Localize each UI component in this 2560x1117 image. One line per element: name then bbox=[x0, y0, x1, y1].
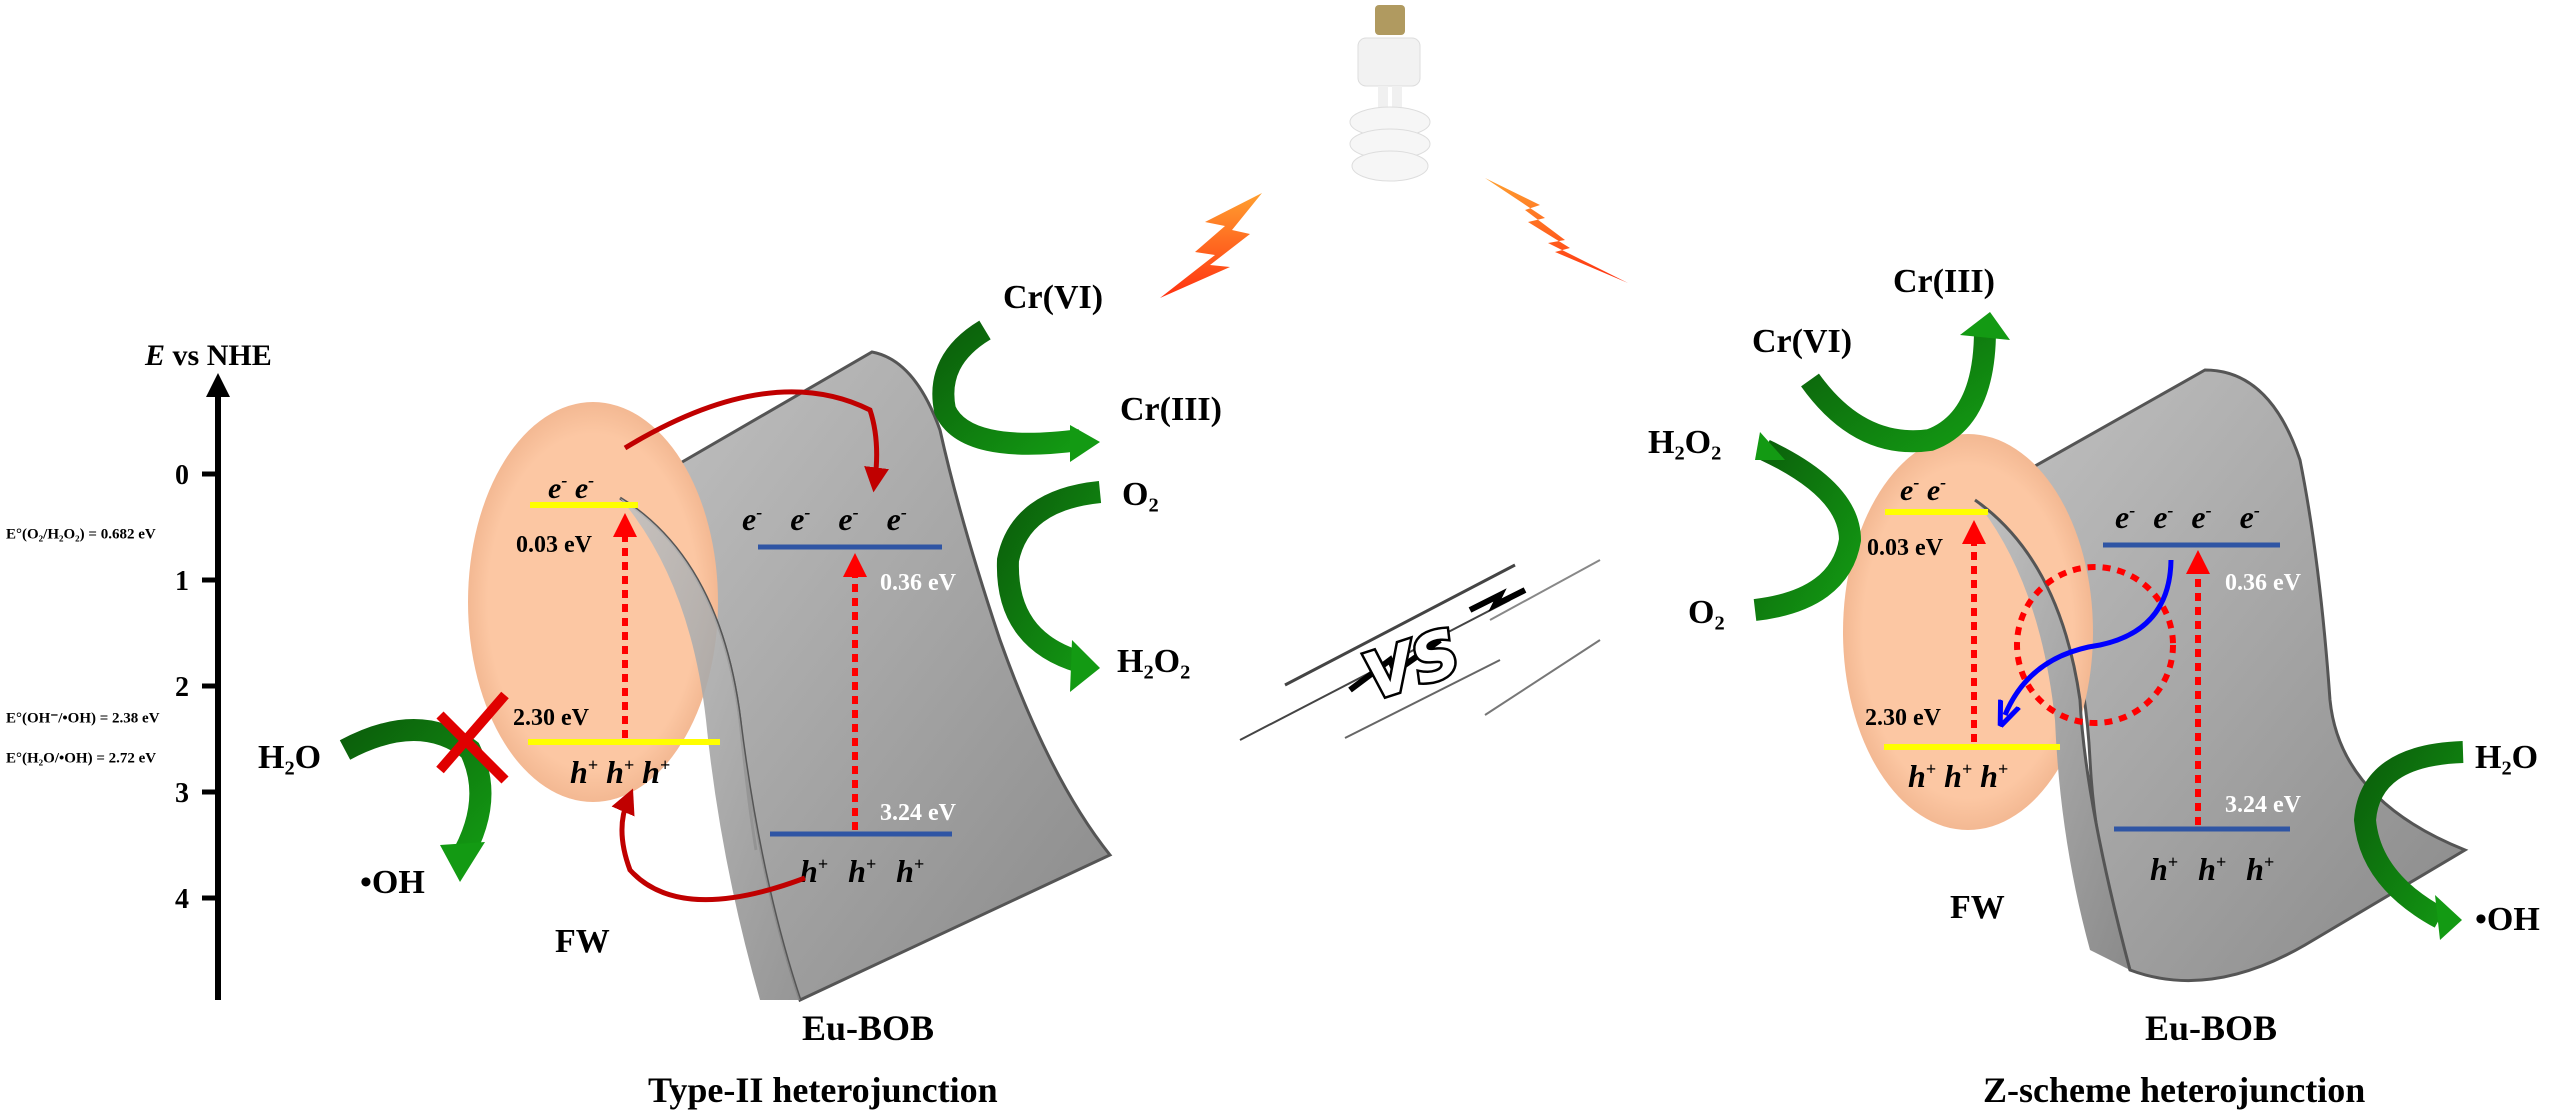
h2o2-label: H₂O₂ bbox=[1117, 643, 1190, 680]
eubob-electrons: e- e- e- e- bbox=[742, 501, 907, 537]
fw-electrons: e- e- bbox=[548, 470, 594, 505]
reference-potential: E°(OH⁻/•OH) = 2.38 eV bbox=[6, 710, 160, 726]
eubob-vb-value: 3.24 eV bbox=[880, 800, 957, 826]
eubob-label: Eu-BOB bbox=[2145, 1008, 2277, 1048]
axis-tick-label: 0 bbox=[175, 460, 189, 491]
h2o-oxidation-arrow bbox=[2353, 741, 2464, 928]
o2-label: O₂ bbox=[1122, 476, 1159, 513]
fw-holes: h+ h+ h+ bbox=[570, 754, 670, 790]
o2-label: O₂ bbox=[1688, 594, 1725, 631]
fw-vb-value: 2.30 eV bbox=[513, 705, 590, 731]
fw-electrons: e- e- bbox=[1900, 472, 1946, 507]
electron-transfer-arrow bbox=[623, 389, 889, 493]
type-ii-caption: Type-II heterojunction bbox=[648, 1070, 998, 1110]
hole-transfer-arrow bbox=[611, 788, 806, 903]
axis-tick-label: 3 bbox=[175, 778, 189, 809]
axis-title: E vs NHE bbox=[144, 339, 272, 372]
axis-tick-label: 2 bbox=[175, 672, 189, 703]
cr3-label: Cr(III) bbox=[1893, 263, 1995, 300]
z-scheme-transfer-arrow bbox=[2005, 559, 2174, 715]
cr6-label: Cr(VI) bbox=[1752, 323, 1852, 360]
eubob-cb-value: 0.36 eV bbox=[880, 570, 957, 596]
o2-reduction-arrow bbox=[996, 481, 1102, 673]
reference-potential: E°(O₂/H₂O₂) = 0.682 eV bbox=[6, 526, 156, 542]
fw-holes: h+ h+ h+ bbox=[1908, 758, 2008, 794]
cr6-label: Cr(VI) bbox=[1003, 279, 1103, 316]
cr-reduction-arrow bbox=[932, 320, 1082, 455]
eubob-vb-value: 3.24 eV bbox=[2225, 792, 2302, 818]
eubob-holes: h+ h+ h+ bbox=[800, 853, 924, 889]
fw-cb-value: 0.03 eV bbox=[516, 532, 593, 558]
z-scheme-panel: e- e- 0.03 eV 2.30 eV h+ h+ h+ e- e- e- … bbox=[1648, 263, 2540, 1110]
h2o-label: H₂O bbox=[2475, 739, 2538, 776]
lightning-bolt-icon-left bbox=[1160, 193, 1262, 298]
eubob-cb-value: 0.36 eV bbox=[2225, 570, 2302, 596]
fw-label: FW bbox=[1950, 889, 2005, 926]
vs-icon: VS bbox=[1239, 559, 1601, 741]
fw-label: FW bbox=[555, 923, 610, 960]
energy-axis: E vs NHE 0 1 2 3 4 E°(O₂/H₂O₂) = 0.682 eV E°(… bbox=[6, 339, 272, 1000]
z-scheme-caption: Z-scheme heterojunction bbox=[1983, 1070, 2365, 1110]
eubob-electrons: e- e- e- e- bbox=[2115, 499, 2260, 535]
fw-particle bbox=[1843, 434, 2093, 830]
blocked-x-icon bbox=[436, 691, 509, 784]
cr-reduction-arrow bbox=[1801, 329, 1996, 453]
eubob-label: Eu-BOB bbox=[802, 1008, 934, 1048]
axis-tick-label: 4 bbox=[175, 884, 189, 915]
h2o-label: H₂O bbox=[258, 739, 321, 776]
cr3-label: Cr(III) bbox=[1120, 391, 1222, 428]
axis-tick-label: 1 bbox=[175, 566, 189, 597]
eubob-holes: h+ h+ h+ bbox=[2150, 851, 2274, 887]
fw-cb-value: 0.03 eV bbox=[1867, 535, 1944, 561]
recombination-circle bbox=[2014, 564, 2176, 726]
oh-label: •OH bbox=[360, 864, 425, 901]
lightbulb-icon bbox=[1349, 5, 1431, 182]
fw-vb-value: 2.30 eV bbox=[1865, 705, 1942, 731]
oh-label: •OH bbox=[2475, 901, 2540, 938]
reference-potential: E°(H₂O/•OH) = 2.72 eV bbox=[6, 750, 156, 766]
h2o2-label: H₂O₂ bbox=[1648, 424, 1721, 461]
o2-reduction-arrow bbox=[1753, 440, 1862, 621]
lightning-bolt-icon-right bbox=[1485, 178, 1628, 283]
type-ii-panel: e- e- 0.03 eV 2.30 eV h+ h+ h+ e- e- e- … bbox=[258, 279, 1222, 1110]
